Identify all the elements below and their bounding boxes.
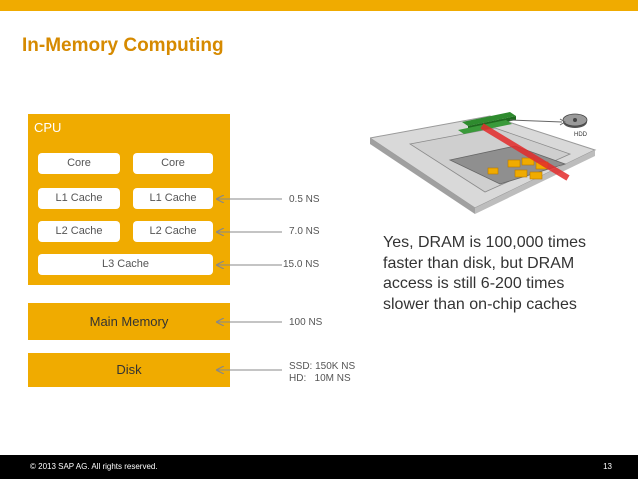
disk-block: Disk	[28, 353, 230, 387]
l2-cache-2: L2 Cache	[133, 221, 213, 242]
server-board-illustration	[370, 112, 597, 214]
l3-cache: L3 Cache	[38, 254, 213, 275]
explanation-text: Yes, DRAM is 100,000 times faster than d…	[383, 234, 587, 313]
copyright-text: © 2013 SAP AG. All rights reserved.	[30, 462, 158, 471]
l2-cache-1: L2 Cache	[38, 221, 120, 242]
latency-memory: 100 NS	[289, 317, 323, 328]
latency-l1: 0.5 NS	[289, 194, 320, 205]
latency-disk-hd: HD: 10M NS	[289, 373, 351, 384]
core-1: Core	[38, 153, 120, 174]
cpu-label: CPU	[34, 120, 62, 135]
slide-title: In-Memory Computing	[22, 35, 224, 56]
hdd-label: HDD	[574, 132, 587, 138]
latency-l2: 7.0 NS	[289, 226, 320, 237]
page-number: 13	[603, 462, 612, 471]
main-memory-block: Main Memory	[28, 303, 230, 340]
latency-disk-ssd: SSD: 150K NS	[289, 361, 356, 372]
l1-cache-1: L1 Cache	[38, 188, 120, 209]
l1-cache-2: L1 Cache	[133, 188, 213, 209]
footer-bar	[0, 455, 638, 479]
hdd-icon	[562, 113, 588, 128]
core-2: Core	[133, 153, 213, 174]
top-accent-bar	[0, 0, 638, 11]
latency-l3: 15.0 NS	[283, 259, 320, 270]
